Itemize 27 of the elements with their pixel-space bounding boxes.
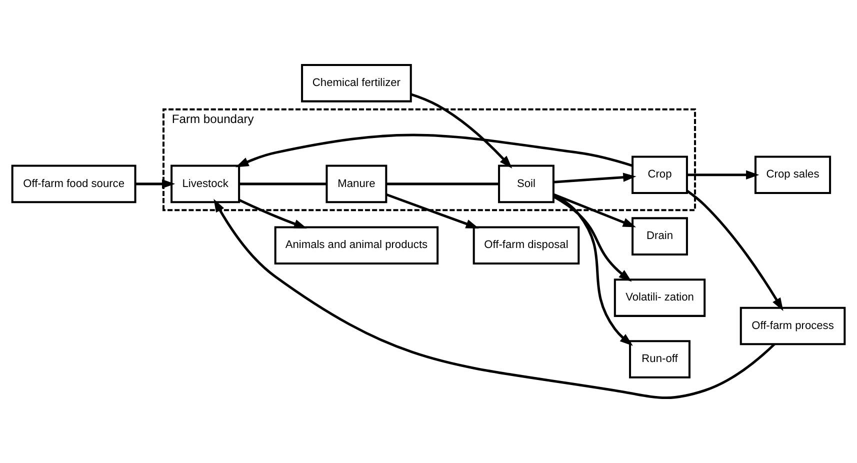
arrow bbox=[214, 198, 776, 399]
node-box: Off-farm process bbox=[740, 306, 846, 346]
node-box: Animals and animal products bbox=[274, 226, 439, 265]
node-box: Off-farm disposal bbox=[472, 226, 580, 265]
node-box: Volatili- zation bbox=[614, 278, 706, 317]
node-box: Off-farm food source bbox=[11, 164, 136, 204]
arrow bbox=[553, 195, 632, 282]
arrow bbox=[135, 179, 176, 189]
connector bbox=[386, 182, 499, 186]
node-box: Manure bbox=[326, 164, 388, 204]
node-box: Livestock bbox=[170, 164, 240, 204]
arrow bbox=[552, 194, 633, 346]
node-box: Chemical fertilizer bbox=[301, 64, 412, 102]
node-box: Run-off bbox=[629, 340, 690, 378]
node-box: Crop sales bbox=[754, 156, 832, 194]
arrow bbox=[386, 193, 480, 228]
arrow bbox=[236, 134, 633, 168]
arrow bbox=[553, 193, 636, 228]
connector bbox=[239, 182, 326, 186]
arrow bbox=[238, 198, 308, 229]
node-box: Drain bbox=[632, 217, 688, 256]
arrow bbox=[410, 93, 512, 168]
arrow bbox=[686, 190, 784, 311]
arrow bbox=[553, 172, 636, 184]
node-box: Soil bbox=[498, 164, 554, 204]
node-box: Crop bbox=[632, 156, 688, 194]
arrow bbox=[687, 170, 760, 180]
